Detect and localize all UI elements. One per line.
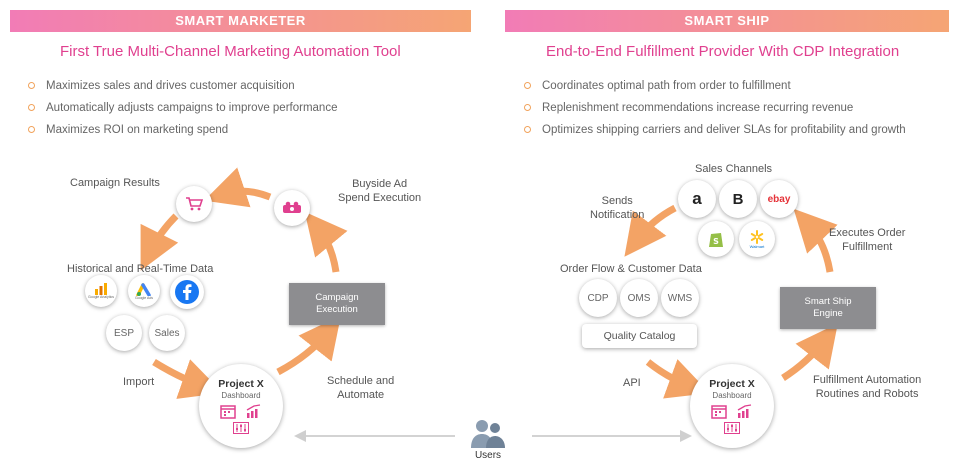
arrow-channels-to-orderflow — [624, 204, 677, 257]
smart-ship-subtitle: End-to-End Fulfillment Provider With CDP… — [546, 43, 900, 60]
api-label: API — [623, 377, 641, 389]
order-flow-label: Order Flow & Customer Data — [560, 263, 702, 275]
shopify-icon: S — [698, 221, 734, 257]
sales-channels-label: Sales Channels — [695, 163, 773, 175]
smart-ship-bullets: Coordinates optimal path from order to f… — [520, 77, 906, 143]
import-label: Import — [123, 376, 155, 388]
arrow-dashboard-to-engine — [781, 323, 838, 381]
sliders-icon — [233, 422, 249, 434]
arrow-results-to-historical — [140, 213, 179, 271]
arrow-dashboard-to-campaign — [276, 315, 341, 376]
facebook-icon — [170, 275, 204, 309]
bullet-item: Maximizes sales and drives customer acqu… — [24, 77, 337, 99]
wms-node: WMS — [661, 279, 699, 317]
campaign-results-label: Campaign Results — [70, 177, 160, 189]
walmart-icon: Walmart — [739, 221, 775, 257]
arrow-api-to-dashboard — [645, 359, 710, 399]
bullet-item: Maximizes ROI on marketing spend — [24, 121, 337, 143]
smart-marketer-bullets: Maximizes sales and drives customer acqu… — [24, 77, 337, 143]
bullet-item: Replenishment recommendations increase r… — [520, 99, 906, 121]
smart-marketer-banner: SMART MARKETER — [10, 10, 471, 32]
bullet-item: Coordinates optimal path from order to f… — [520, 77, 906, 99]
bigcommerce-icon: B — [719, 180, 757, 218]
smart-ship-banner: SMART SHIP — [505, 10, 949, 32]
users-group: Users — [458, 418, 518, 461]
bullet-item: Automatically adjusts campaigns to impro… — [24, 99, 337, 121]
smart-marketer-subtitle: First True Multi-Channel Marketing Autom… — [60, 43, 401, 60]
amazon-icon: a — [678, 180, 716, 218]
ad-spend-icon — [274, 190, 310, 226]
project-x-dashboard-right: Project X Dashboard — [690, 364, 774, 448]
arrow-campaign-to-buyside — [304, 211, 348, 273]
svg-text:S: S — [713, 237, 719, 246]
arrow-buyside-to-results — [204, 167, 272, 208]
historical-data-label: Historical and Real-Time Data — [67, 263, 214, 275]
chart-icon — [246, 404, 261, 418]
google-ads-icon: Google Ads — [128, 275, 160, 307]
quality-catalog-box: Quality Catalog — [582, 324, 697, 348]
chart-icon — [737, 404, 752, 418]
sliders-icon — [724, 422, 740, 434]
cart-icon — [176, 186, 212, 222]
oms-node: OMS — [620, 279, 658, 317]
bullet-item: Optimizes shipping carriers and deliver … — [520, 121, 906, 143]
google-analytics-icon: Google Analytics — [85, 275, 117, 307]
calendar-icon — [220, 405, 236, 419]
arrow-import-to-dashboard — [152, 359, 223, 399]
sales-node: Sales — [149, 315, 185, 351]
users-label: Users — [474, 450, 502, 461]
arrow-engine-to-channels — [793, 208, 838, 273]
users-icon — [471, 420, 505, 448]
ebay-icon: ebay — [760, 180, 798, 218]
calendar-icon — [711, 405, 727, 419]
esp-node: ESP — [106, 315, 142, 351]
project-x-dashboard-left: Project X Dashboard — [199, 364, 283, 448]
cdp-node: CDP — [579, 279, 617, 317]
